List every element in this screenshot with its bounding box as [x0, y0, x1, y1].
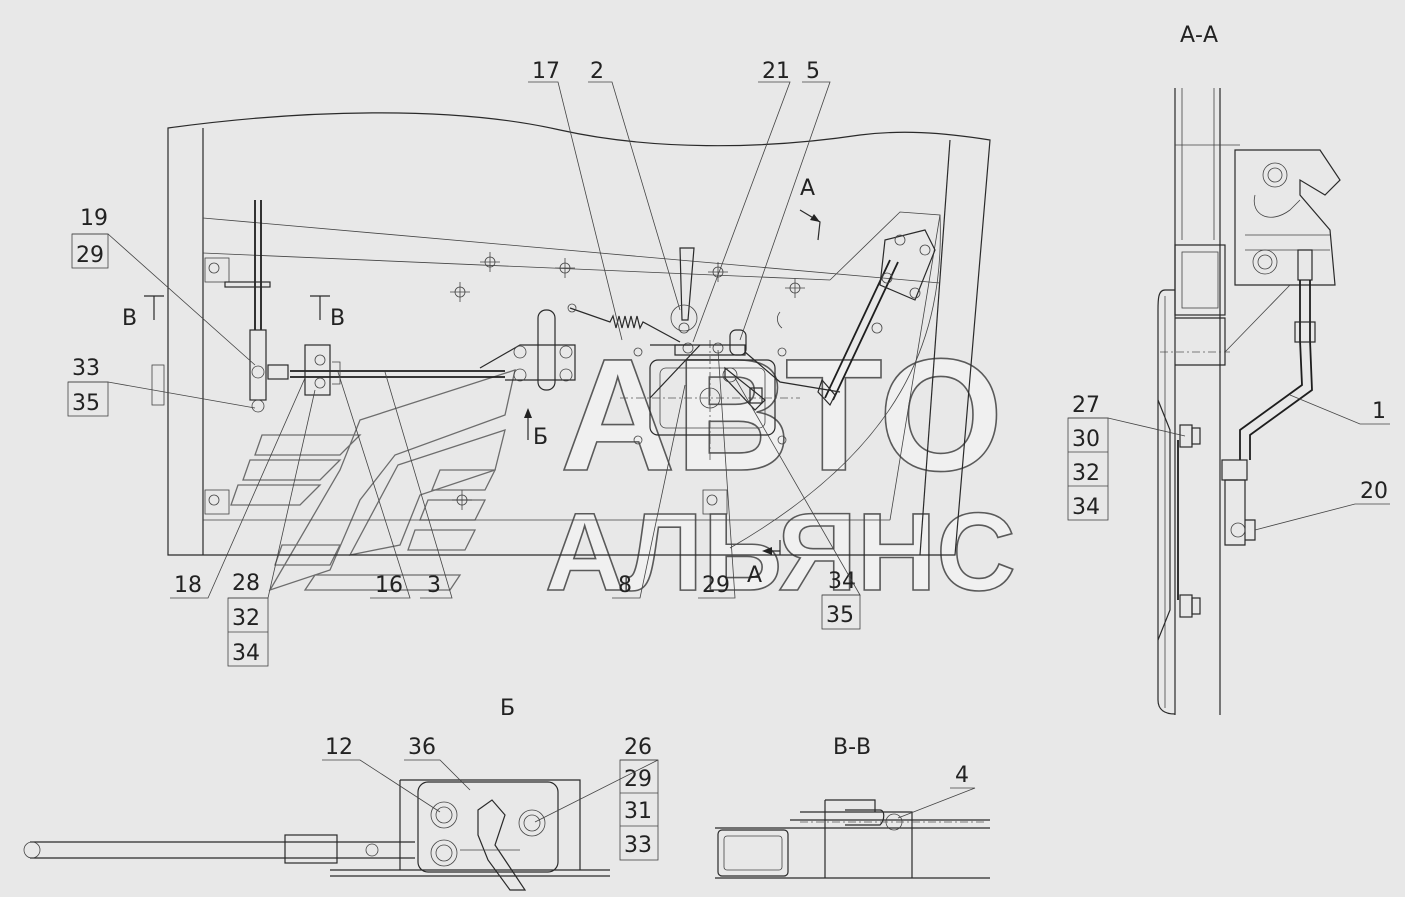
inner-frame-curve [729, 214, 941, 549]
horizontal-rod [290, 370, 505, 378]
callout-30: 30 [1072, 427, 1100, 452]
view-a-arrow-label: А [800, 176, 815, 201]
section-vv: В-В 4 [715, 735, 990, 879]
door-panel-outline [167, 112, 991, 556]
fixing-points [204, 257, 728, 515]
callout-17: 17 [532, 59, 560, 84]
callout-34c: 34 [1072, 495, 1100, 520]
callout-31: 31 [624, 799, 652, 824]
callout-12: 12 [325, 735, 353, 760]
callout-35a: 35 [72, 391, 100, 416]
cut-v-right-label: В [330, 306, 345, 331]
callout-4: 4 [955, 763, 969, 788]
door-frame-right [919, 139, 951, 556]
callout-18: 18 [174, 573, 202, 598]
callout-8: 8 [618, 573, 632, 598]
callout-29b: 29 [702, 573, 730, 598]
diagonal-link [824, 259, 899, 401]
spring [569, 307, 681, 343]
view-a-bottom-label: А [747, 563, 762, 588]
callout-16: 16 [375, 573, 403, 598]
callout-29a: 29 [76, 243, 104, 268]
callout-33b: 33 [624, 833, 652, 858]
main-view [151, 112, 991, 556]
callout-33a: 33 [72, 356, 100, 381]
view-markers: А Б А В В [122, 176, 821, 588]
callout-27: 27 [1072, 393, 1100, 418]
callout-34a: 34 [232, 641, 260, 666]
view-b-title: Б [500, 696, 515, 721]
callout-29c: 29 [624, 767, 652, 792]
section-aa: А-А 27 30 32 [1067, 23, 1390, 715]
watermark-logo-stripes [230, 369, 516, 592]
cut-v-left-label: В [122, 306, 137, 331]
part-1-rod [1239, 280, 1313, 460]
section-aa-title: А-А [1180, 23, 1218, 48]
callouts-main: 17 2 21 5 19 29 33 35 18 28 32 34 16 3 8… [67, 59, 861, 667]
callout-36: 36 [408, 735, 436, 760]
callout-28: 28 [232, 571, 260, 596]
callout-34b: 34 [828, 569, 856, 594]
inner-panel [202, 211, 941, 521]
view-b: Б 12 36 26 29 31 33 [23, 696, 659, 891]
watermark-line1: АВТО [560, 325, 1003, 504]
callout-21: 21 [762, 59, 790, 84]
rivet-points [450, 252, 883, 510]
callout-3: 3 [427, 573, 441, 598]
callout-26: 26 [624, 735, 652, 760]
view-b-arrow-label: Б [533, 425, 548, 450]
callout-2: 2 [590, 59, 604, 84]
callout-20: 20 [1360, 479, 1388, 504]
callout-1: 1 [1372, 399, 1386, 424]
callout-35b: 35 [826, 603, 854, 628]
section-vv-title: В-В [833, 735, 871, 760]
callout-5: 5 [806, 59, 820, 84]
callout-32a: 32 [232, 606, 260, 631]
vertical-rod [254, 200, 262, 330]
callout-19: 19 [80, 206, 108, 231]
callout-32b: 32 [1072, 461, 1100, 486]
